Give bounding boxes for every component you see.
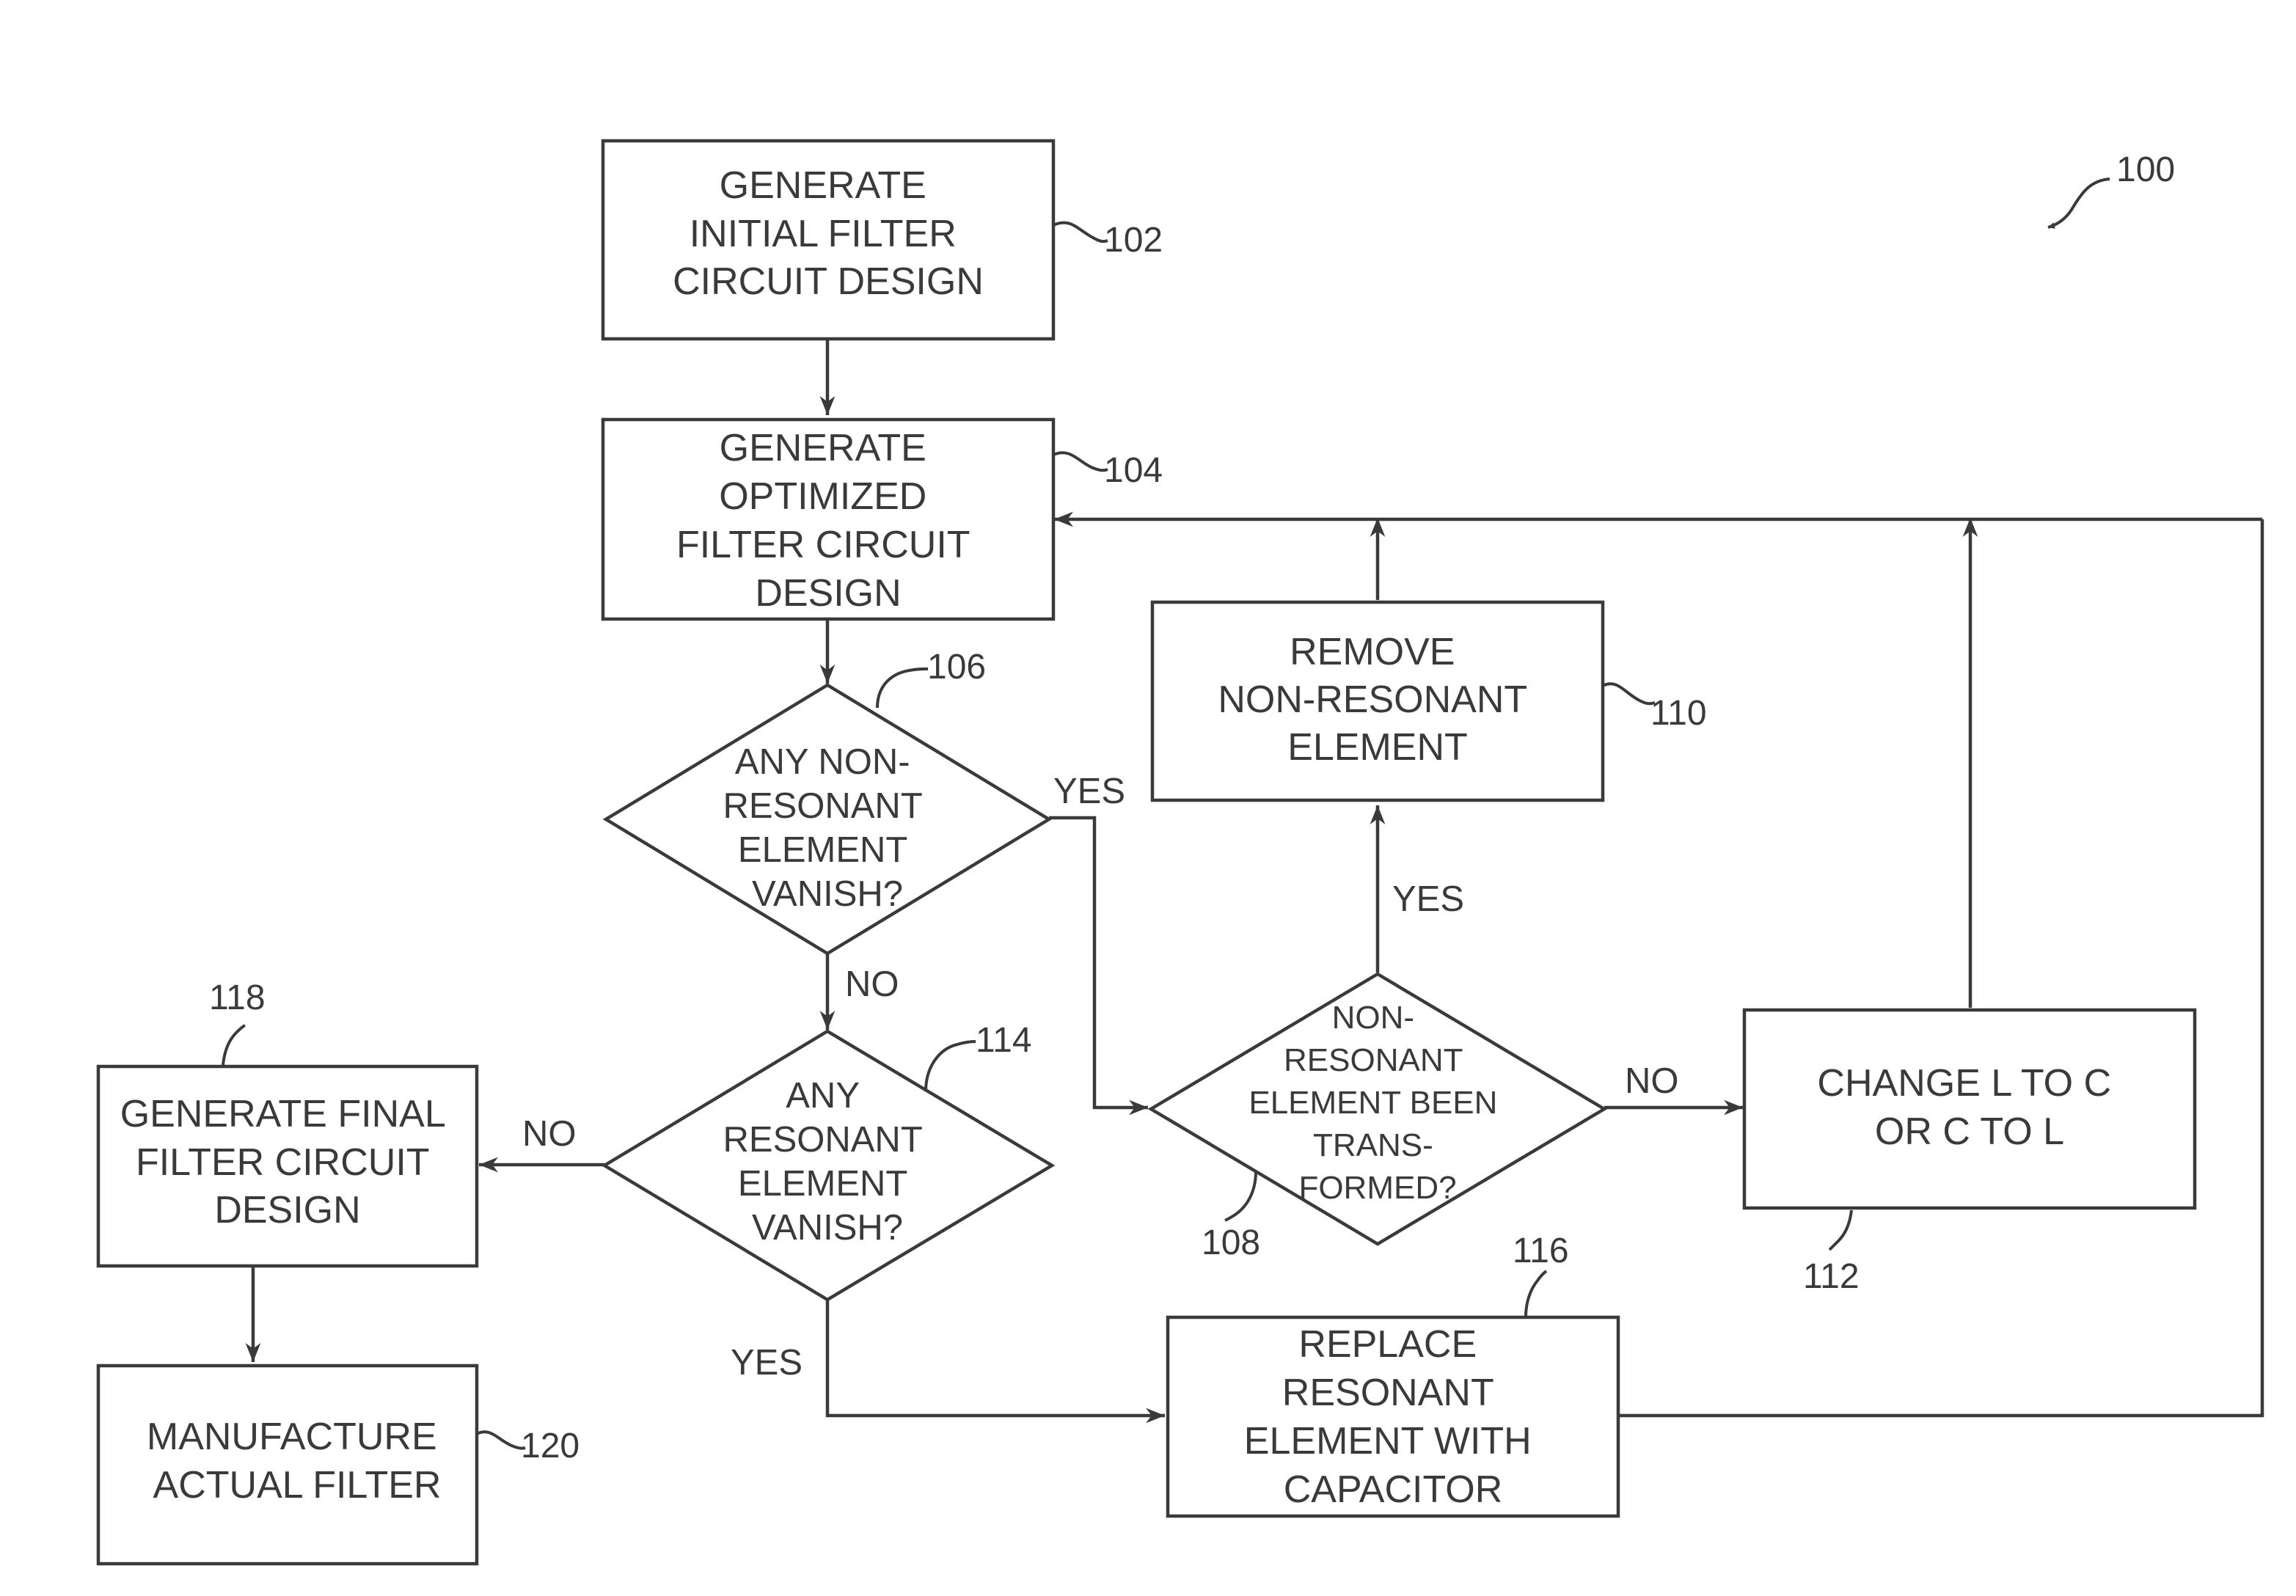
node-114: ANY RESONANT ELEMENT VANISH? 114 bbox=[604, 1021, 1052, 1300]
ref-114: 114 bbox=[976, 1021, 1032, 1060]
node-102-line: GENERATE bbox=[720, 164, 926, 207]
node-106: ANY NON- RESONANT ELEMENT VANISH? 106 bbox=[606, 648, 1049, 953]
figure-number: 100 bbox=[2116, 150, 2175, 189]
node-118-line: FILTER CIRCUIT bbox=[136, 1141, 429, 1184]
node-116-line: ELEMENT WITH bbox=[1244, 1420, 1532, 1463]
node-114-line: VANISH? bbox=[752, 1208, 903, 1248]
ref-116: 116 bbox=[1513, 1231, 1569, 1270]
leader-104 bbox=[1053, 453, 1108, 470]
node-102: GENERATE INITIAL FILTER CIRCUIT DESIGN 1… bbox=[603, 141, 1163, 339]
leader-106 bbox=[877, 669, 928, 708]
ref-108: 108 bbox=[1202, 1223, 1260, 1262]
node-112-line: CHANGE L TO C bbox=[1817, 1062, 2111, 1105]
node-114-line: RESONANT bbox=[723, 1120, 922, 1160]
node-108: NON- RESONANT ELEMENT BEEN TRANS- FORMED… bbox=[1151, 974, 1604, 1262]
node-110-line: REMOVE bbox=[1290, 631, 1455, 673]
ref-102: 102 bbox=[1104, 221, 1163, 260]
node-118-line: DESIGN bbox=[214, 1189, 360, 1231]
node-106-line: ANY NON- bbox=[735, 742, 910, 782]
node-108-line: FORMED? bbox=[1298, 1170, 1456, 1206]
node-108-line: RESONANT bbox=[1284, 1042, 1463, 1078]
figure-reference-arrow bbox=[2048, 179, 2110, 227]
node-118-line: GENERATE FINAL bbox=[120, 1093, 445, 1135]
label-106-yes: YES bbox=[1053, 772, 1125, 811]
leader-114 bbox=[926, 1042, 976, 1091]
label-114-yes: YES bbox=[731, 1343, 802, 1383]
node-106-line: ELEMENT bbox=[738, 830, 907, 870]
node-110-line: ELEMENT bbox=[1287, 726, 1468, 769]
leader-120 bbox=[477, 1432, 525, 1448]
label-108-no: NO bbox=[1625, 1061, 1679, 1101]
ref-106: 106 bbox=[927, 648, 986, 687]
node-108-line: ELEMENT BEEN bbox=[1248, 1085, 1497, 1121]
label-108-yes: YES bbox=[1392, 879, 1464, 919]
edge-106-yes-to-108 bbox=[1049, 818, 1148, 1108]
node-108-line: NON- bbox=[1332, 1000, 1414, 1036]
leader-112 bbox=[1829, 1210, 1851, 1250]
node-104-line: OPTIMIZED bbox=[719, 475, 926, 518]
node-116-line: RESONANT bbox=[1282, 1372, 1494, 1414]
ref-104: 104 bbox=[1104, 451, 1163, 490]
node-116-line: REPLACE bbox=[1298, 1323, 1477, 1366]
node-106-line: VANISH? bbox=[752, 874, 903, 914]
node-112: CHANGE L TO C OR C TO L 112 bbox=[1744, 1010, 2195, 1296]
leader-108 bbox=[1225, 1171, 1256, 1220]
ref-110: 110 bbox=[1650, 694, 1707, 733]
node-104-line: FILTER CIRCUIT bbox=[676, 524, 970, 566]
node-106-line: RESONANT bbox=[723, 786, 922, 826]
leader-116 bbox=[1526, 1271, 1546, 1317]
edge-114-yes-to-116 bbox=[827, 1300, 1165, 1416]
edge-116-return bbox=[1618, 519, 2262, 1416]
node-120: MANUFACTURE ACTUAL FILTER 120 bbox=[98, 1366, 580, 1564]
node-114-line: ELEMENT bbox=[738, 1164, 907, 1204]
node-104-line: DESIGN bbox=[755, 572, 901, 615]
node-120-line: MANUFACTURE bbox=[147, 1416, 437, 1458]
node-114-line: ANY bbox=[786, 1076, 859, 1116]
node-118: GENERATE FINAL FILTER CIRCUIT DESIGN 118 bbox=[98, 978, 477, 1266]
node-110: REMOVE NON-RESONANT ELEMENT 110 bbox=[1152, 602, 1707, 800]
ref-118: 118 bbox=[209, 978, 266, 1017]
box-112 bbox=[1744, 1010, 2195, 1208]
label-114-no: NO bbox=[522, 1114, 577, 1154]
node-108-line: TRANS- bbox=[1313, 1127, 1433, 1163]
label-106-no: NO bbox=[845, 964, 899, 1004]
ref-120: 120 bbox=[521, 1427, 580, 1465]
node-112-line: OR C TO L bbox=[1875, 1110, 2064, 1153]
node-110-line: NON-RESONANT bbox=[1218, 678, 1527, 721]
node-116-line: CAPACITOR bbox=[1284, 1468, 1503, 1511]
node-102-line: CIRCUIT DESIGN bbox=[673, 260, 984, 303]
node-102-line: INITIAL FILTER bbox=[690, 213, 957, 255]
node-120-line: ACTUAL FILTER bbox=[153, 1464, 442, 1507]
node-116: REPLACE RESONANT ELEMENT WITH CAPACITOR … bbox=[1168, 1231, 1618, 1516]
leader-102 bbox=[1053, 223, 1108, 242]
leader-118 bbox=[223, 1025, 245, 1065]
node-104-line: GENERATE bbox=[720, 427, 926, 469]
figure-reference: 100 bbox=[2048, 150, 2175, 227]
node-102-text: GENERATE INITIAL FILTER CIRCUIT DESIGN bbox=[673, 164, 984, 303]
ref-112: 112 bbox=[1803, 1257, 1860, 1296]
leader-110 bbox=[1603, 684, 1655, 703]
